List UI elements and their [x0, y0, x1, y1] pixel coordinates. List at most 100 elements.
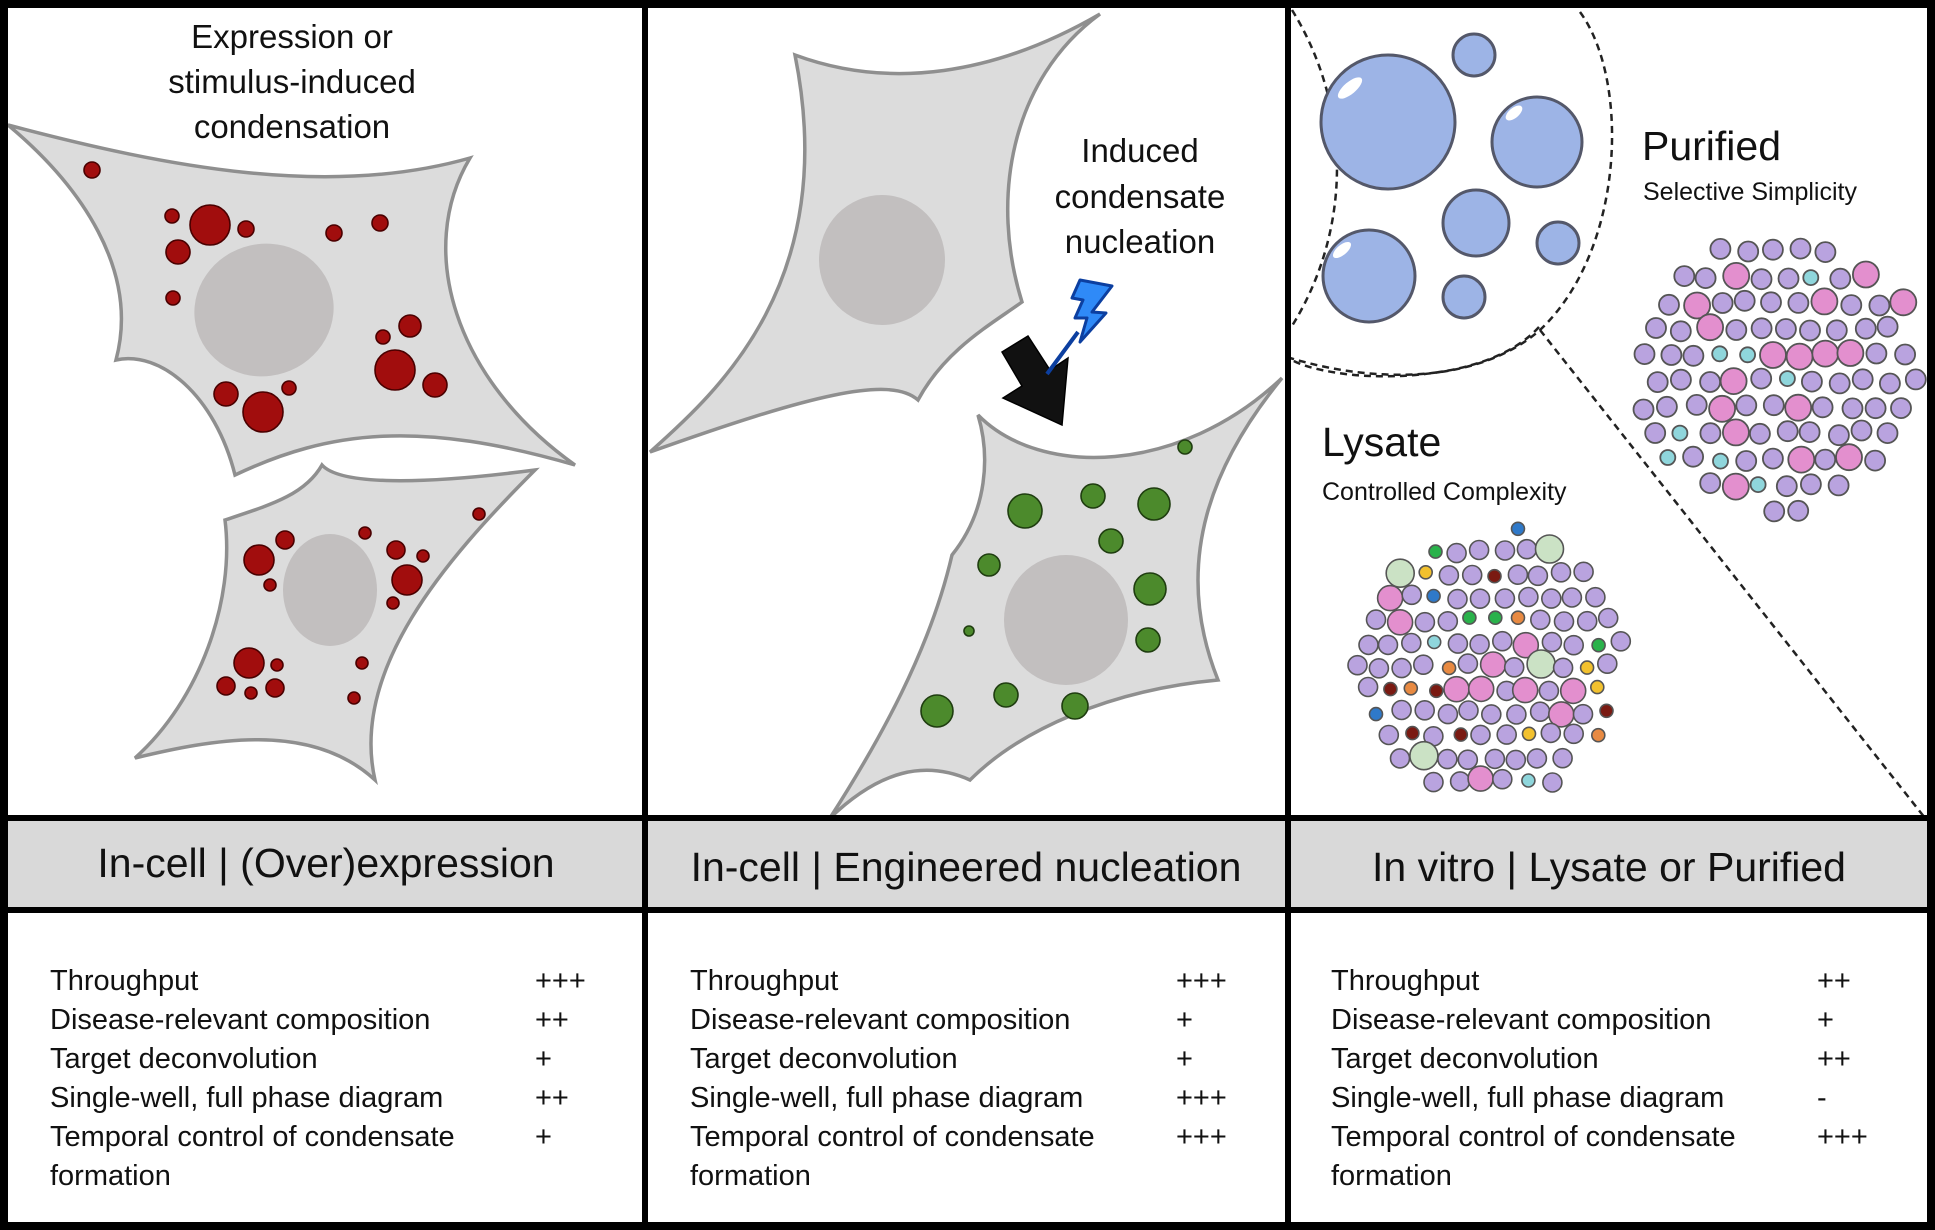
- particle: [1836, 339, 1865, 367]
- particle: [1669, 320, 1692, 343]
- particle: [1377, 634, 1399, 656]
- particle: [1777, 267, 1800, 290]
- score-row-label: Single-well, full phase diagram: [50, 1082, 443, 1114]
- particle: [1699, 422, 1722, 445]
- particle: [1789, 237, 1812, 260]
- particle: [1759, 341, 1787, 369]
- particle: [1894, 343, 1916, 366]
- lightning-bolt-icon: [1045, 278, 1114, 376]
- particle: [1383, 681, 1398, 697]
- label-line-1: Induced: [1081, 132, 1198, 169]
- particle: [1449, 771, 1471, 792]
- panel-1-scores: Throughput+++Disease-relevant compositio…: [50, 965, 586, 1192]
- score-value: +: [1817, 1004, 1834, 1036]
- particle: [1889, 288, 1918, 317]
- particle: [1762, 238, 1784, 261]
- particle: [1510, 521, 1526, 537]
- particle: [1576, 610, 1598, 632]
- particle: [1685, 393, 1708, 416]
- in-vitro-illustration: Purified Selective Simplicity Lysate Con…: [1289, 9, 1927, 819]
- particle: [1864, 397, 1887, 420]
- particle: [1673, 265, 1696, 288]
- particle: [1541, 588, 1562, 609]
- particle: [1516, 538, 1538, 560]
- particle: [1760, 291, 1782, 314]
- particle: [1458, 700, 1479, 721]
- zoom-connector-line: [1539, 329, 1926, 819]
- particle: [1590, 679, 1605, 695]
- score-value: ++: [535, 1082, 569, 1114]
- particle: [1735, 394, 1758, 417]
- particle: [1540, 722, 1562, 744]
- score-row-label: Temporal control of condensate: [1331, 1121, 1736, 1153]
- score-value: +++: [1176, 1121, 1227, 1153]
- particle: [1733, 289, 1756, 312]
- particle: [1405, 725, 1420, 741]
- particle: [1802, 269, 1820, 287]
- particle: [1810, 287, 1839, 316]
- label-line-3: nucleation: [1065, 223, 1215, 260]
- score-value: +++: [1817, 1121, 1868, 1153]
- particle: [1426, 588, 1441, 604]
- particle: [1876, 422, 1899, 445]
- particle: [1709, 237, 1732, 260]
- nucleus: [283, 534, 377, 646]
- particle: [1403, 680, 1419, 696]
- particle: [1852, 260, 1880, 289]
- score-value: +: [1176, 1004, 1193, 1036]
- panel-1-header: In-cell | (Over)expression: [97, 840, 554, 886]
- particle: [1644, 422, 1667, 444]
- particle: [1512, 631, 1540, 659]
- particle: [1579, 660, 1595, 675]
- nucleus: [1004, 555, 1128, 685]
- zoom-circle-outline: [1289, 11, 1614, 377]
- score-row-label: Target deconvolution: [1331, 1043, 1599, 1075]
- particle: [1711, 292, 1734, 314]
- particle: [1365, 609, 1387, 630]
- purified-particle-cluster: [1632, 237, 1927, 523]
- particle: [1750, 317, 1773, 340]
- particle: [1719, 367, 1748, 396]
- particle: [1487, 568, 1502, 584]
- particle: [1437, 610, 1459, 632]
- lysate-subtitle: Controlled Complexity: [1322, 478, 1567, 506]
- particle: [1401, 632, 1422, 654]
- particle: [1828, 424, 1850, 447]
- score-row-label: Throughput: [690, 965, 838, 997]
- particle: [1414, 699, 1435, 721]
- particle: [1446, 542, 1467, 564]
- particle: [1550, 561, 1572, 583]
- particle: [1699, 371, 1721, 393]
- particle: [1904, 368, 1927, 391]
- score-row-label: Throughput: [1331, 965, 1479, 997]
- score-row-label: Temporal control of condensate: [50, 1121, 455, 1153]
- particle: [1469, 588, 1491, 610]
- lysate-title: Lysate: [1322, 419, 1441, 465]
- particle: [1418, 564, 1433, 580]
- particle: [1585, 586, 1606, 608]
- panel-3-scores: Throughput++Disease-relevant composition…: [1331, 965, 1868, 1192]
- particle: [1572, 703, 1594, 725]
- particle: [1610, 630, 1632, 652]
- particle: [1779, 370, 1796, 388]
- particle: [1510, 610, 1526, 626]
- particle: [1391, 657, 1412, 679]
- particle: [1632, 398, 1655, 421]
- particle: [1763, 500, 1786, 523]
- particle: [1787, 499, 1810, 522]
- particle: [1798, 421, 1821, 444]
- particle: [1541, 631, 1563, 653]
- label-line-2: stimulus-induced: [168, 63, 416, 100]
- lysate-particle-cluster: [1347, 521, 1632, 793]
- score-row-label: Target deconvolution: [50, 1043, 318, 1075]
- particle: [1391, 699, 1412, 721]
- score-value: ++: [535, 1004, 569, 1036]
- induced-nucleation-label: Induced condensate nucleation: [1055, 132, 1226, 260]
- score-row-label: Single-well, full phase diagram: [690, 1082, 1083, 1114]
- particle: [1696, 313, 1724, 342]
- particle: [1573, 561, 1594, 583]
- particle: [1775, 475, 1798, 498]
- particle: [1469, 633, 1490, 655]
